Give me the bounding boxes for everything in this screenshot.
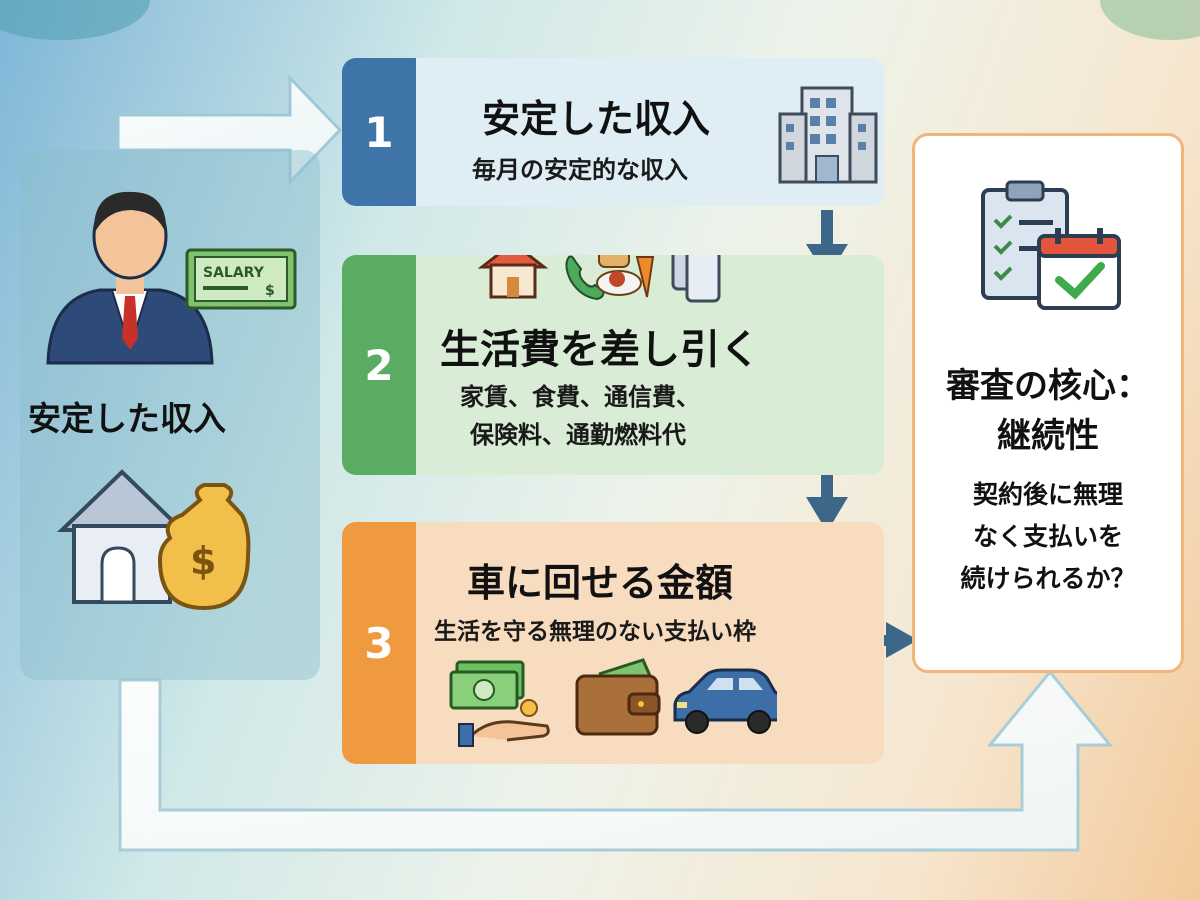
moneybag-dollar: $: [190, 539, 216, 583]
clipboard-calendar-check-icon: [981, 180, 1121, 310]
left-label: 安定した収入: [28, 399, 226, 438]
wallet-icon: [575, 658, 661, 736]
result-body-line2: なく支払いを: [972, 522, 1123, 551]
step-3-number: 3: [342, 522, 416, 764]
step-3-panel: 3 車に回せる金額 生活を守る無理のない支払い枠: [342, 522, 884, 764]
salary-bill-icon: SALARY $: [185, 248, 297, 310]
house-moneybag-icon: $: [57, 469, 251, 610]
money-icons: [449, 658, 777, 747]
result-title-line1: 審査の核心：: [946, 366, 1150, 406]
phone-icon: [565, 255, 605, 301]
office-building-icon: [778, 86, 878, 184]
step-1-title: 安定した収入: [482, 97, 711, 141]
step-2-number: 2: [342, 255, 416, 475]
step-3-subtitle: 生活を守る無理のない支払い枠: [434, 619, 756, 645]
step-2-subtitle-line2: 保険料、通勤燃料代: [470, 421, 686, 449]
result-body-line1: 契約後に無理: [972, 480, 1123, 509]
result-title-line2: 継続性: [997, 416, 1099, 456]
step-1-subtitle: 毎月の安定的な収入: [472, 156, 688, 184]
salary-dollar: $: [265, 283, 275, 299]
arrow-to-step1: [116, 74, 343, 186]
step-1-number: 1: [342, 58, 416, 206]
step-2-title: 生活費を差し引く: [440, 327, 760, 373]
house-icon: [477, 255, 549, 299]
step-1-panel: 1 安定した収入 毎月の安定的な収入: [342, 58, 884, 206]
result-body-line3: 続けられるか？: [960, 564, 1136, 593]
salary-text: SALARY: [203, 265, 265, 281]
arrow-to-result: [118, 669, 1114, 852]
car-icon: [673, 668, 777, 734]
step-2-subtitle-line1: 家賃、食費、通信費、: [460, 383, 700, 411]
smartphone-icon: [671, 255, 721, 303]
step-3-title: 車に回せる金額: [467, 561, 734, 605]
expense-icons: [477, 255, 721, 303]
cash-hand-icon: [449, 660, 550, 747]
food-icon: [596, 255, 655, 298]
businessman-icon: [46, 191, 214, 365]
result-card: 審査の核心： 継続性 契約後に無理 なく支払いを 続けられるか？: [912, 133, 1184, 673]
step-2-panel: 2 生活費を差し引く 家賃、食費、通信費、 保険料、通勤燃料代: [342, 255, 884, 475]
